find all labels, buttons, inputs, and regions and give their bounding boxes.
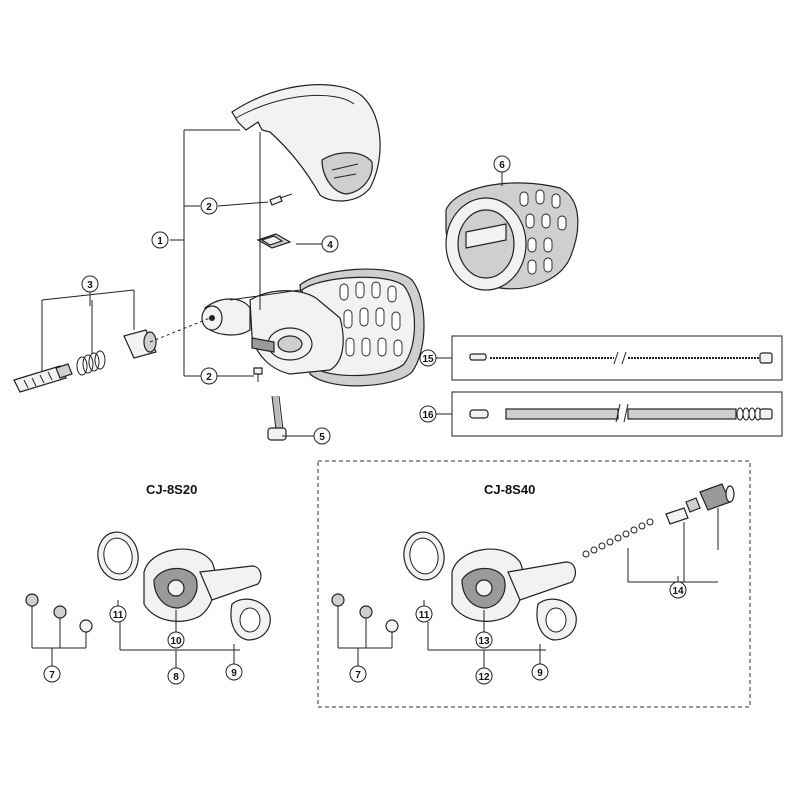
callout-2-top: 2: [200, 197, 218, 215]
svg-text:14: 14: [672, 586, 684, 597]
svg-text:8: 8: [173, 672, 179, 683]
fixing-bolt: [267, 395, 287, 441]
shifter-body: [201, 268, 425, 387]
callout-9-right: 9: [531, 663, 549, 681]
callout-16: 16: [419, 405, 437, 423]
svg-text:11: 11: [419, 610, 430, 621]
svg-text:3: 3: [87, 280, 93, 291]
svg-text:10: 10: [170, 636, 182, 647]
callout-3: 3: [81, 275, 99, 293]
small-screw: [269, 193, 293, 206]
leader-lines-top: [41, 129, 322, 437]
callout-10: 10: [167, 631, 185, 649]
svg-text:7: 7: [49, 670, 55, 681]
cj-8s40-frame: [317, 460, 751, 708]
callout-9-left: 9: [225, 663, 243, 681]
svg-text:16: 16: [422, 410, 434, 421]
callout-7-right: 7: [349, 665, 367, 683]
svg-text:9: 9: [231, 668, 237, 679]
svg-text:1: 1: [157, 236, 163, 247]
callout-8: 8: [167, 667, 185, 685]
cj-8s40-title: CJ-8S40: [484, 482, 535, 497]
outer-casing-box: [436, 391, 783, 437]
callout-11-right: 11: [415, 605, 433, 623]
cj-8s40-parts: [331, 483, 735, 641]
callout-5: 5: [313, 427, 331, 445]
svg-text:2: 2: [206, 372, 212, 383]
svg-text:6: 6: [499, 160, 505, 171]
bottom-screw: [253, 367, 263, 382]
callout-6: 6: [493, 155, 511, 173]
cj-8s20-title: CJ-8S20: [146, 482, 197, 497]
svg-text:4: 4: [327, 240, 333, 251]
cable-fixing-plate: [256, 233, 292, 249]
callout-15: 15: [419, 349, 437, 367]
svg-text:5: 5: [319, 432, 325, 443]
callout-14: 14: [669, 581, 687, 599]
svg-text:7: 7: [355, 670, 361, 681]
svg-text:11: 11: [113, 610, 124, 621]
svg-text:9: 9: [537, 668, 543, 679]
callout-4: 4: [321, 235, 339, 253]
callout-7-left: 7: [43, 665, 61, 683]
adjuster-assembly: [13, 317, 211, 393]
callout-12: 12: [475, 667, 493, 685]
leader-lines-right: [337, 508, 719, 668]
rubber-grip: [445, 172, 579, 291]
callout-11-left: 11: [109, 605, 127, 623]
svg-text:15: 15: [422, 354, 434, 365]
svg-text:13: 13: [478, 636, 490, 647]
svg-text:2: 2: [206, 202, 212, 213]
shifter-cover: [231, 84, 381, 202]
callout-2-bottom: 2: [200, 367, 218, 385]
callout-1: 1: [151, 231, 169, 249]
callout-13: 13: [475, 631, 493, 649]
cj-8s20-parts: [25, 531, 271, 641]
inner-cable-box: [436, 335, 783, 381]
svg-text:12: 12: [478, 672, 490, 683]
